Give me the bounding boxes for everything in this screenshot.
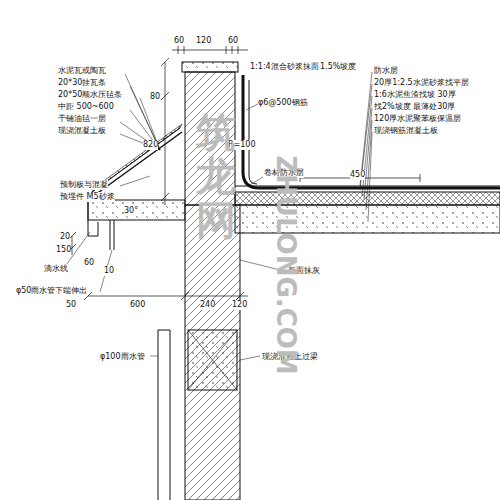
watermark: ZHULONG.COM: [271, 155, 301, 375]
note-label: φ100雨水管: [100, 352, 145, 362]
note-label: 滴水线: [44, 264, 68, 274]
dimension: 10: [104, 266, 114, 276]
dimension: 60: [174, 36, 184, 46]
dimension: 240: [200, 300, 215, 310]
note-label: 1:6水泥焦渣找坡 30厚: [374, 90, 456, 100]
note-label: φ6@500钢筋: [258, 98, 308, 108]
note-label: 1:1:4混合砂浆抹面: [250, 62, 319, 72]
dimension: 820: [143, 140, 158, 150]
dimension: 80: [150, 92, 160, 102]
dimension: 60: [84, 258, 94, 268]
dimension: 120: [196, 36, 211, 46]
note-label: 干铺油毡一层: [58, 114, 106, 124]
dimension: 150: [56, 245, 71, 255]
note-label: 预制板与混凝: [60, 180, 108, 190]
note-label: 现浇混凝土板: [58, 126, 106, 136]
note-label: 水泥瓦或陶瓦: [58, 66, 106, 76]
note-label: φ50雨水管下端伸出: [16, 286, 87, 296]
note-label: 现浇钢筋混凝土板: [374, 126, 438, 136]
dimension: 50: [66, 300, 76, 310]
dimension: 450: [350, 170, 365, 180]
dimension: 20: [60, 232, 70, 242]
note-label: 20*50顺水压毡条: [58, 90, 122, 100]
dimension: 120: [232, 300, 247, 310]
note-label: 20厚1:2.5水泥砂浆找平层: [374, 78, 469, 88]
watermark: 筑龙网: [196, 110, 236, 242]
note-label: 1.5%坡度: [320, 62, 356, 72]
note-label: 20*30挂瓦条: [58, 78, 106, 88]
note-label: 防水层: [374, 66, 398, 76]
dimension: 30°: [124, 206, 138, 216]
dimension: 600: [130, 300, 145, 310]
note-label: 找2%坡度 最薄处30厚: [374, 102, 455, 112]
dimension: 60: [228, 36, 238, 46]
note-label: 中距 500~600: [58, 102, 114, 112]
note-label: 预埋件 M5砂浆: [60, 192, 115, 202]
note-label: 120厚水泥聚苯板保温层: [374, 114, 461, 124]
